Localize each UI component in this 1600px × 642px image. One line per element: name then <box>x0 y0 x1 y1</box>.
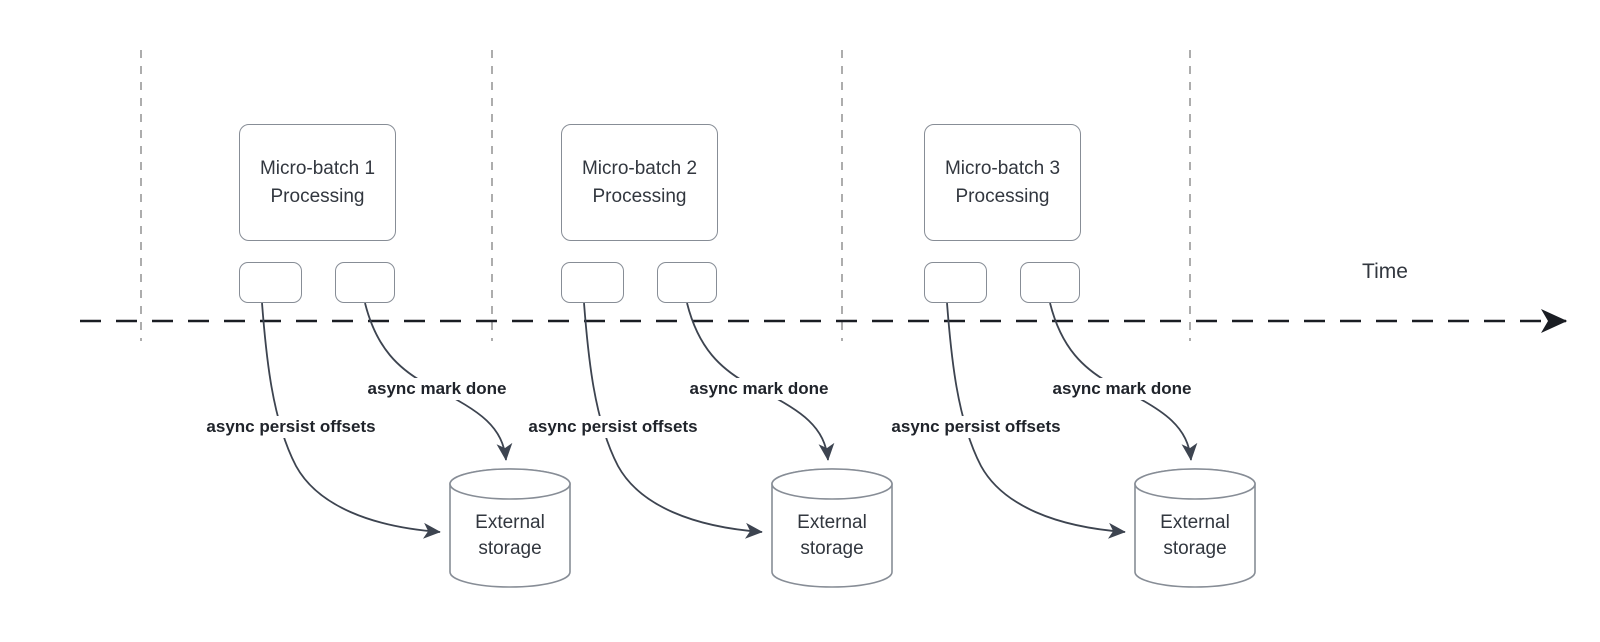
persist-offsets-arrow <box>946 302 1126 539</box>
external-storage-cylinder-top <box>771 468 893 500</box>
section-1-shapes <box>261 302 571 588</box>
external-storage-cylinder-top <box>1134 468 1256 500</box>
mark-done-arrow <box>1049 302 1198 461</box>
external-storage-cylinder-top <box>449 468 571 500</box>
section-2-shapes <box>583 302 893 588</box>
persist-offsets-arrow <box>261 302 441 539</box>
section-3-shapes <box>946 302 1256 588</box>
mark-done-arrow <box>364 302 513 461</box>
mark-done-arrow <box>686 302 835 461</box>
persist-offsets-arrow <box>583 302 763 539</box>
time-axis-label: Time <box>1362 260 1408 283</box>
